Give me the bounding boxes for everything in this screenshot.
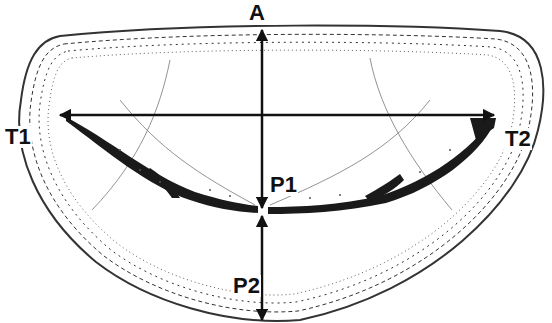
dimension-label: P1 bbox=[269, 174, 298, 196]
dimension-label: A bbox=[248, 2, 266, 24]
ligament-band bbox=[66, 117, 496, 214]
dimension-label: T1 bbox=[4, 126, 32, 148]
outer-outline bbox=[19, 26, 543, 321]
dimension-label: T2 bbox=[504, 128, 532, 150]
stipple-dots bbox=[119, 149, 451, 199]
dimension-label: P2 bbox=[232, 275, 261, 297]
membrane-lines bbox=[92, 58, 452, 210]
measurement-arrows bbox=[60, 30, 494, 320]
